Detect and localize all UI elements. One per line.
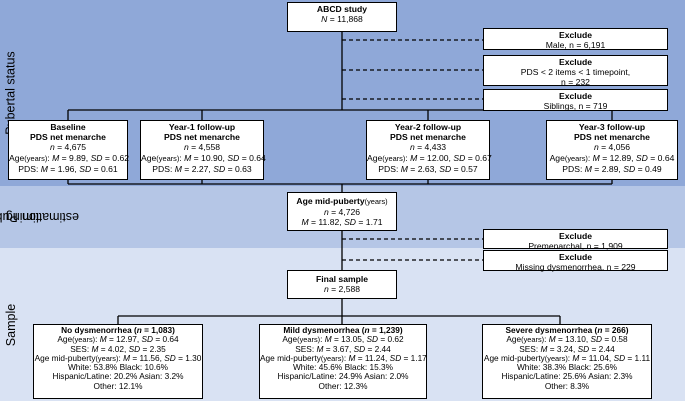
abcd-n: N = 11,868 — [321, 14, 363, 25]
timepoint-year3-box: Year-3 follow-up PDS net menarche n = 4,… — [546, 120, 678, 180]
abcd-study-box: ABCD study N = 11,868 — [287, 2, 397, 32]
exclude-missing-box: Exclude Missing dysmenorrhea, n = 229 — [483, 250, 668, 272]
exclude-siblings-box: Exclude Siblings, n = 719 — [483, 89, 668, 111]
age-mid-puberty-box: Age mid-puberty(years) n = 4,726 M = 11.… — [287, 192, 397, 231]
final-sample-box: Final sample n = 2,588 — [287, 270, 397, 299]
group-mild-dysmenorrhea-box: Mild dysmenorrhea (n = 1,239) Age(years)… — [259, 324, 427, 399]
timepoint-year1-box: Year-1 follow-up PDS net menarche n = 4,… — [140, 120, 266, 180]
exclude-male-box: Exclude Male, n = 6,191 — [483, 28, 668, 50]
abcd-title: ABCD study — [316, 4, 368, 14]
group-no-dysmenorrhea-box: No dysmenorrhea (n = 1,083) Age(years): … — [33, 324, 203, 399]
group-severe-dysmenorrhea-box: Severe dysmenorrhea (n = 266) Age(years)… — [482, 324, 652, 399]
exclude-premenarchal-box: Exclude Premenarchal, n = 1,909 — [483, 229, 668, 251]
exclude-pds-box: Exclude PDS < 2 items < 1 timepoint, n =… — [483, 55, 668, 87]
timepoint-year2-box: Year-2 follow-up PDS net menarche n = 4,… — [366, 120, 492, 180]
timepoint-baseline-box: Baseline PDS net menarche n = 4,675 Age(… — [8, 120, 129, 180]
